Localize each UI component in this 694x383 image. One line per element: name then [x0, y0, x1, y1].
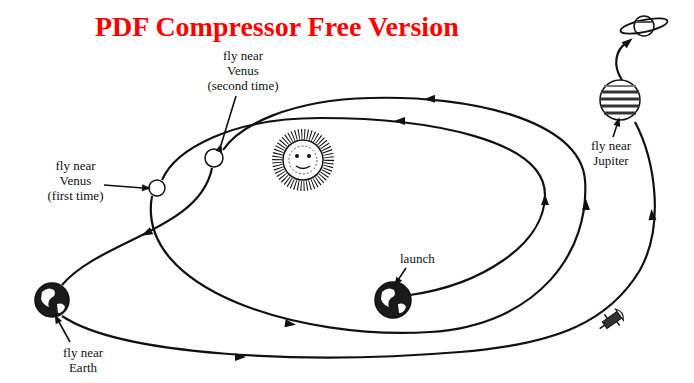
- spacecraft: [595, 306, 627, 336]
- leader-arrows: [59, 96, 617, 342]
- sun: [277, 134, 329, 186]
- venus-planet: [149, 149, 223, 196]
- direction-arrowheads: [140, 35, 657, 361]
- earth-globe: [35, 282, 411, 318]
- trajectory-path: [62, 43, 655, 357]
- flyby-label: fly near Venus (first time): [46, 158, 105, 203]
- jupiter-planet: [600, 80, 640, 120]
- flyby-label: fly near Jupiter: [586, 138, 636, 168]
- flyby-label: fly near Earth: [58, 345, 108, 375]
- saturn-planet: [619, 15, 668, 37]
- launch-label: launch: [400, 251, 435, 266]
- flyby-label: fly near Venus (second time): [206, 48, 280, 93]
- watermark: PDF Compressor Free Version: [95, 10, 459, 44]
- leader-arrowheads: [52, 116, 623, 324]
